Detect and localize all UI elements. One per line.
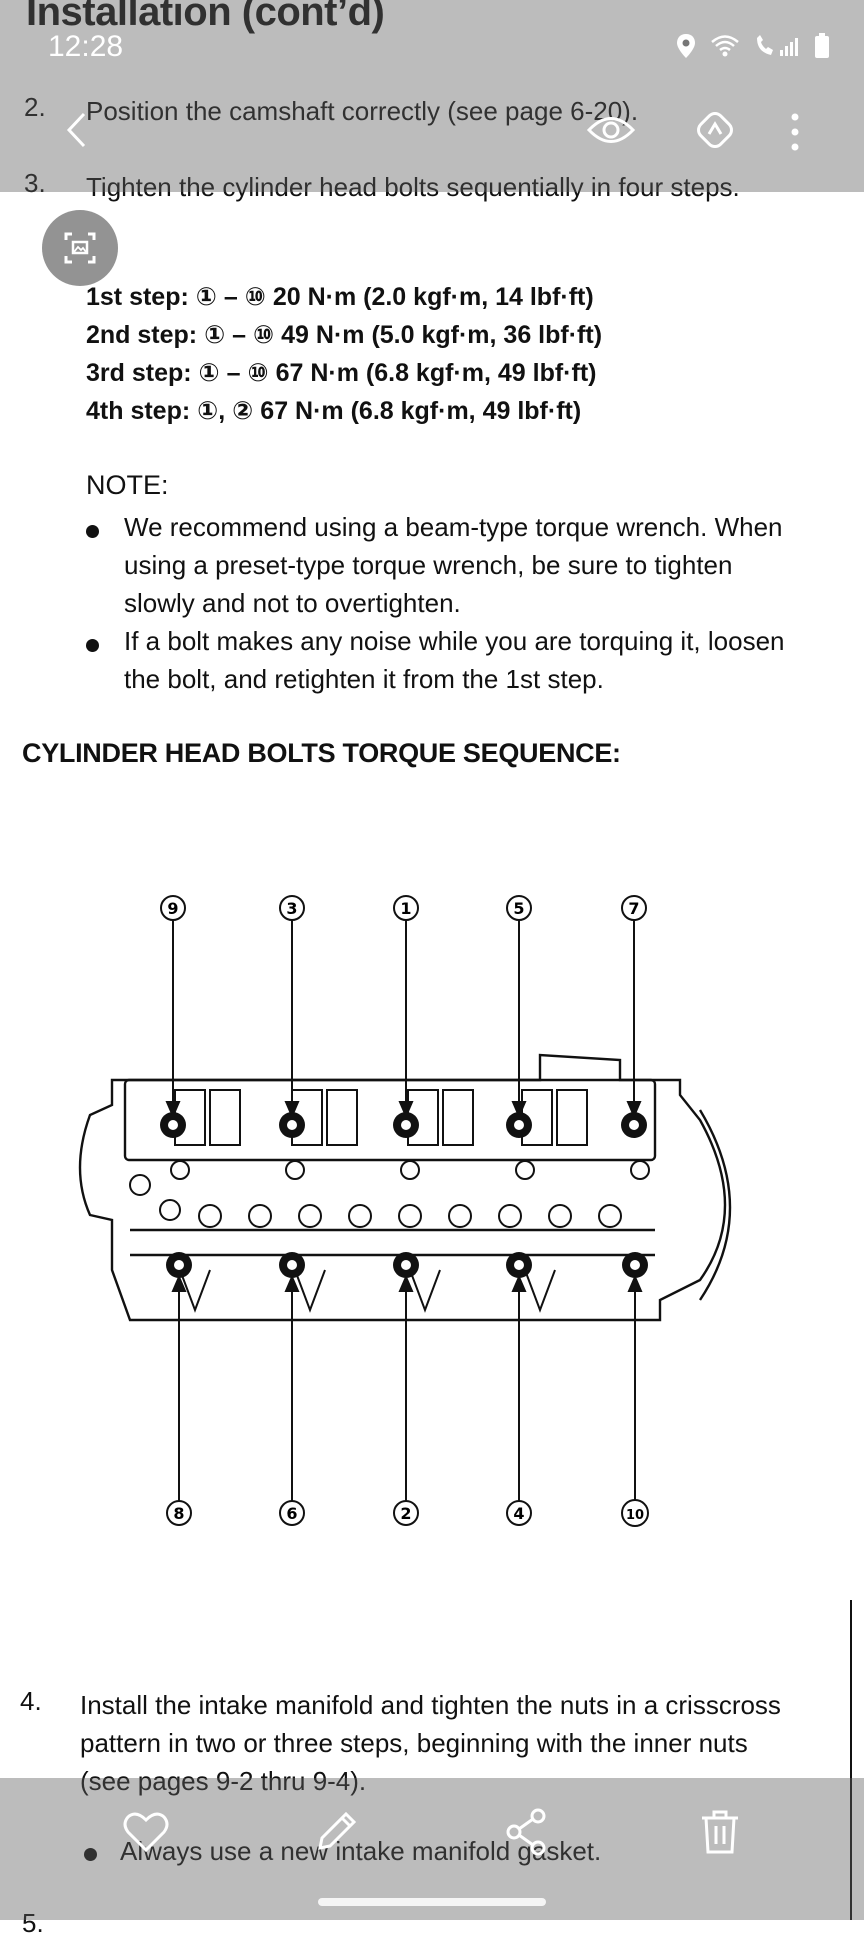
bullet-dot <box>84 1848 97 1861</box>
share-button[interactable] <box>500 1806 552 1858</box>
edit-button[interactable] <box>310 1806 362 1858</box>
bolt-label-bottom-5: 10 <box>626 1508 644 1523</box>
bolt-marker-center <box>401 1120 411 1130</box>
chevron-left-icon <box>66 112 86 148</box>
bolt-label-top-1: 9 <box>167 899 178 918</box>
bolt-marker-center <box>514 1120 524 1130</box>
trash-icon <box>702 1810 738 1854</box>
share-icon <box>506 1808 546 1856</box>
cylinder-head-diagram: 9 3 1 5 7 8 6 2 4 10 <box>78 895 732 1527</box>
location-icon <box>676 33 696 66</box>
note-1: We recommend using a beam-type torque wr… <box>124 512 783 618</box>
section-heading: CYLINDER HEAD BOLTS TORQUE SEQUENCE: <box>22 738 621 768</box>
bolt-label-top-4: 5 <box>513 899 524 918</box>
torque-steps: 1st step: ① – ⑩ 20 N·m (2.0 kgf·m, 14 lb… <box>86 278 602 430</box>
battery-icon <box>814 33 830 66</box>
bolt-label-bottom-4: 4 <box>513 1504 524 1523</box>
more-options-button[interactable] <box>780 110 810 154</box>
note-2: If a bolt makes any noise while you are … <box>124 626 785 694</box>
bolt-marker-center <box>630 1260 640 1270</box>
bolt-marker-center <box>629 1120 639 1130</box>
bolt-marker-center <box>174 1260 184 1270</box>
favorite-button[interactable] <box>120 1806 172 1858</box>
bullet-dot <box>86 525 99 538</box>
bolt-label-bottom-2: 6 <box>286 1504 297 1523</box>
note-title: NOTE: <box>86 470 169 500</box>
heart-icon <box>123 1812 169 1853</box>
bolt-label-top-3: 1 <box>400 899 411 918</box>
eye-icon <box>587 117 635 143</box>
more-vertical-icon <box>791 113 799 151</box>
view-toggle-button[interactable] <box>586 108 636 152</box>
page-edge <box>850 1600 852 1920</box>
bixby-vision-button[interactable] <box>42 210 118 286</box>
step-3-number: 3. <box>24 168 46 198</box>
bullet-dot <box>86 639 99 652</box>
step-4-bullet: Always use a new intake manifold gasket. <box>120 1836 602 1866</box>
step-2-text: Position the camshaft correctly (see pag… <box>86 96 639 126</box>
page-title: Installation (cont’d) <box>26 0 385 34</box>
scan-image-icon <box>64 232 96 264</box>
bolt-label-top-2: 3 <box>286 899 297 918</box>
step-4-text: Install the intake manifold and tighten … <box>80 1690 781 1796</box>
step-2-number: 2. <box>24 92 46 122</box>
torque-step-3: 3rd step: ① – ⑩ 67 N·m (6.8 kgf·m, 49 lb… <box>86 359 597 387</box>
bolt-marker-center <box>287 1120 297 1130</box>
bolt-marker-center <box>168 1120 178 1130</box>
home-indicator[interactable] <box>318 1898 546 1906</box>
bolt-label-bottom-3: 2 <box>400 1504 411 1523</box>
call-signal-icon <box>754 34 800 65</box>
back-button[interactable] <box>56 110 96 150</box>
torque-step-1: 1st step: ① – ⑩ 20 N·m (2.0 kgf·m, 14 lb… <box>86 283 594 311</box>
bolt-label-bottom-1: 8 <box>173 1504 184 1523</box>
torque-step-4: 4th step: ①, ② 67 N·m (6.8 kgf·m, 49 lbf… <box>86 397 582 425</box>
torque-step-2: 2nd step: ① – ⑩ 49 N·m (5.0 kgf·m, 36 lb… <box>86 321 603 349</box>
status-time: 12:28 <box>48 30 124 63</box>
bolt-marker-center <box>514 1260 524 1270</box>
wifi-icon <box>710 34 740 65</box>
delete-button[interactable] <box>694 1806 746 1858</box>
remaster-icon <box>697 112 733 148</box>
pencil-icon <box>318 1811 357 1850</box>
viewer-top-bar <box>0 0 864 192</box>
step-4-number: 4. <box>20 1686 42 1716</box>
bolt-label-top-5: 7 <box>628 899 639 918</box>
step-3-text: Tighten the cylinder head bolts sequenti… <box>86 172 740 202</box>
remaster-button[interactable] <box>690 108 740 152</box>
bolt-marker-center <box>401 1260 411 1270</box>
bolt-marker-center <box>287 1260 297 1270</box>
status-icons <box>676 33 830 66</box>
